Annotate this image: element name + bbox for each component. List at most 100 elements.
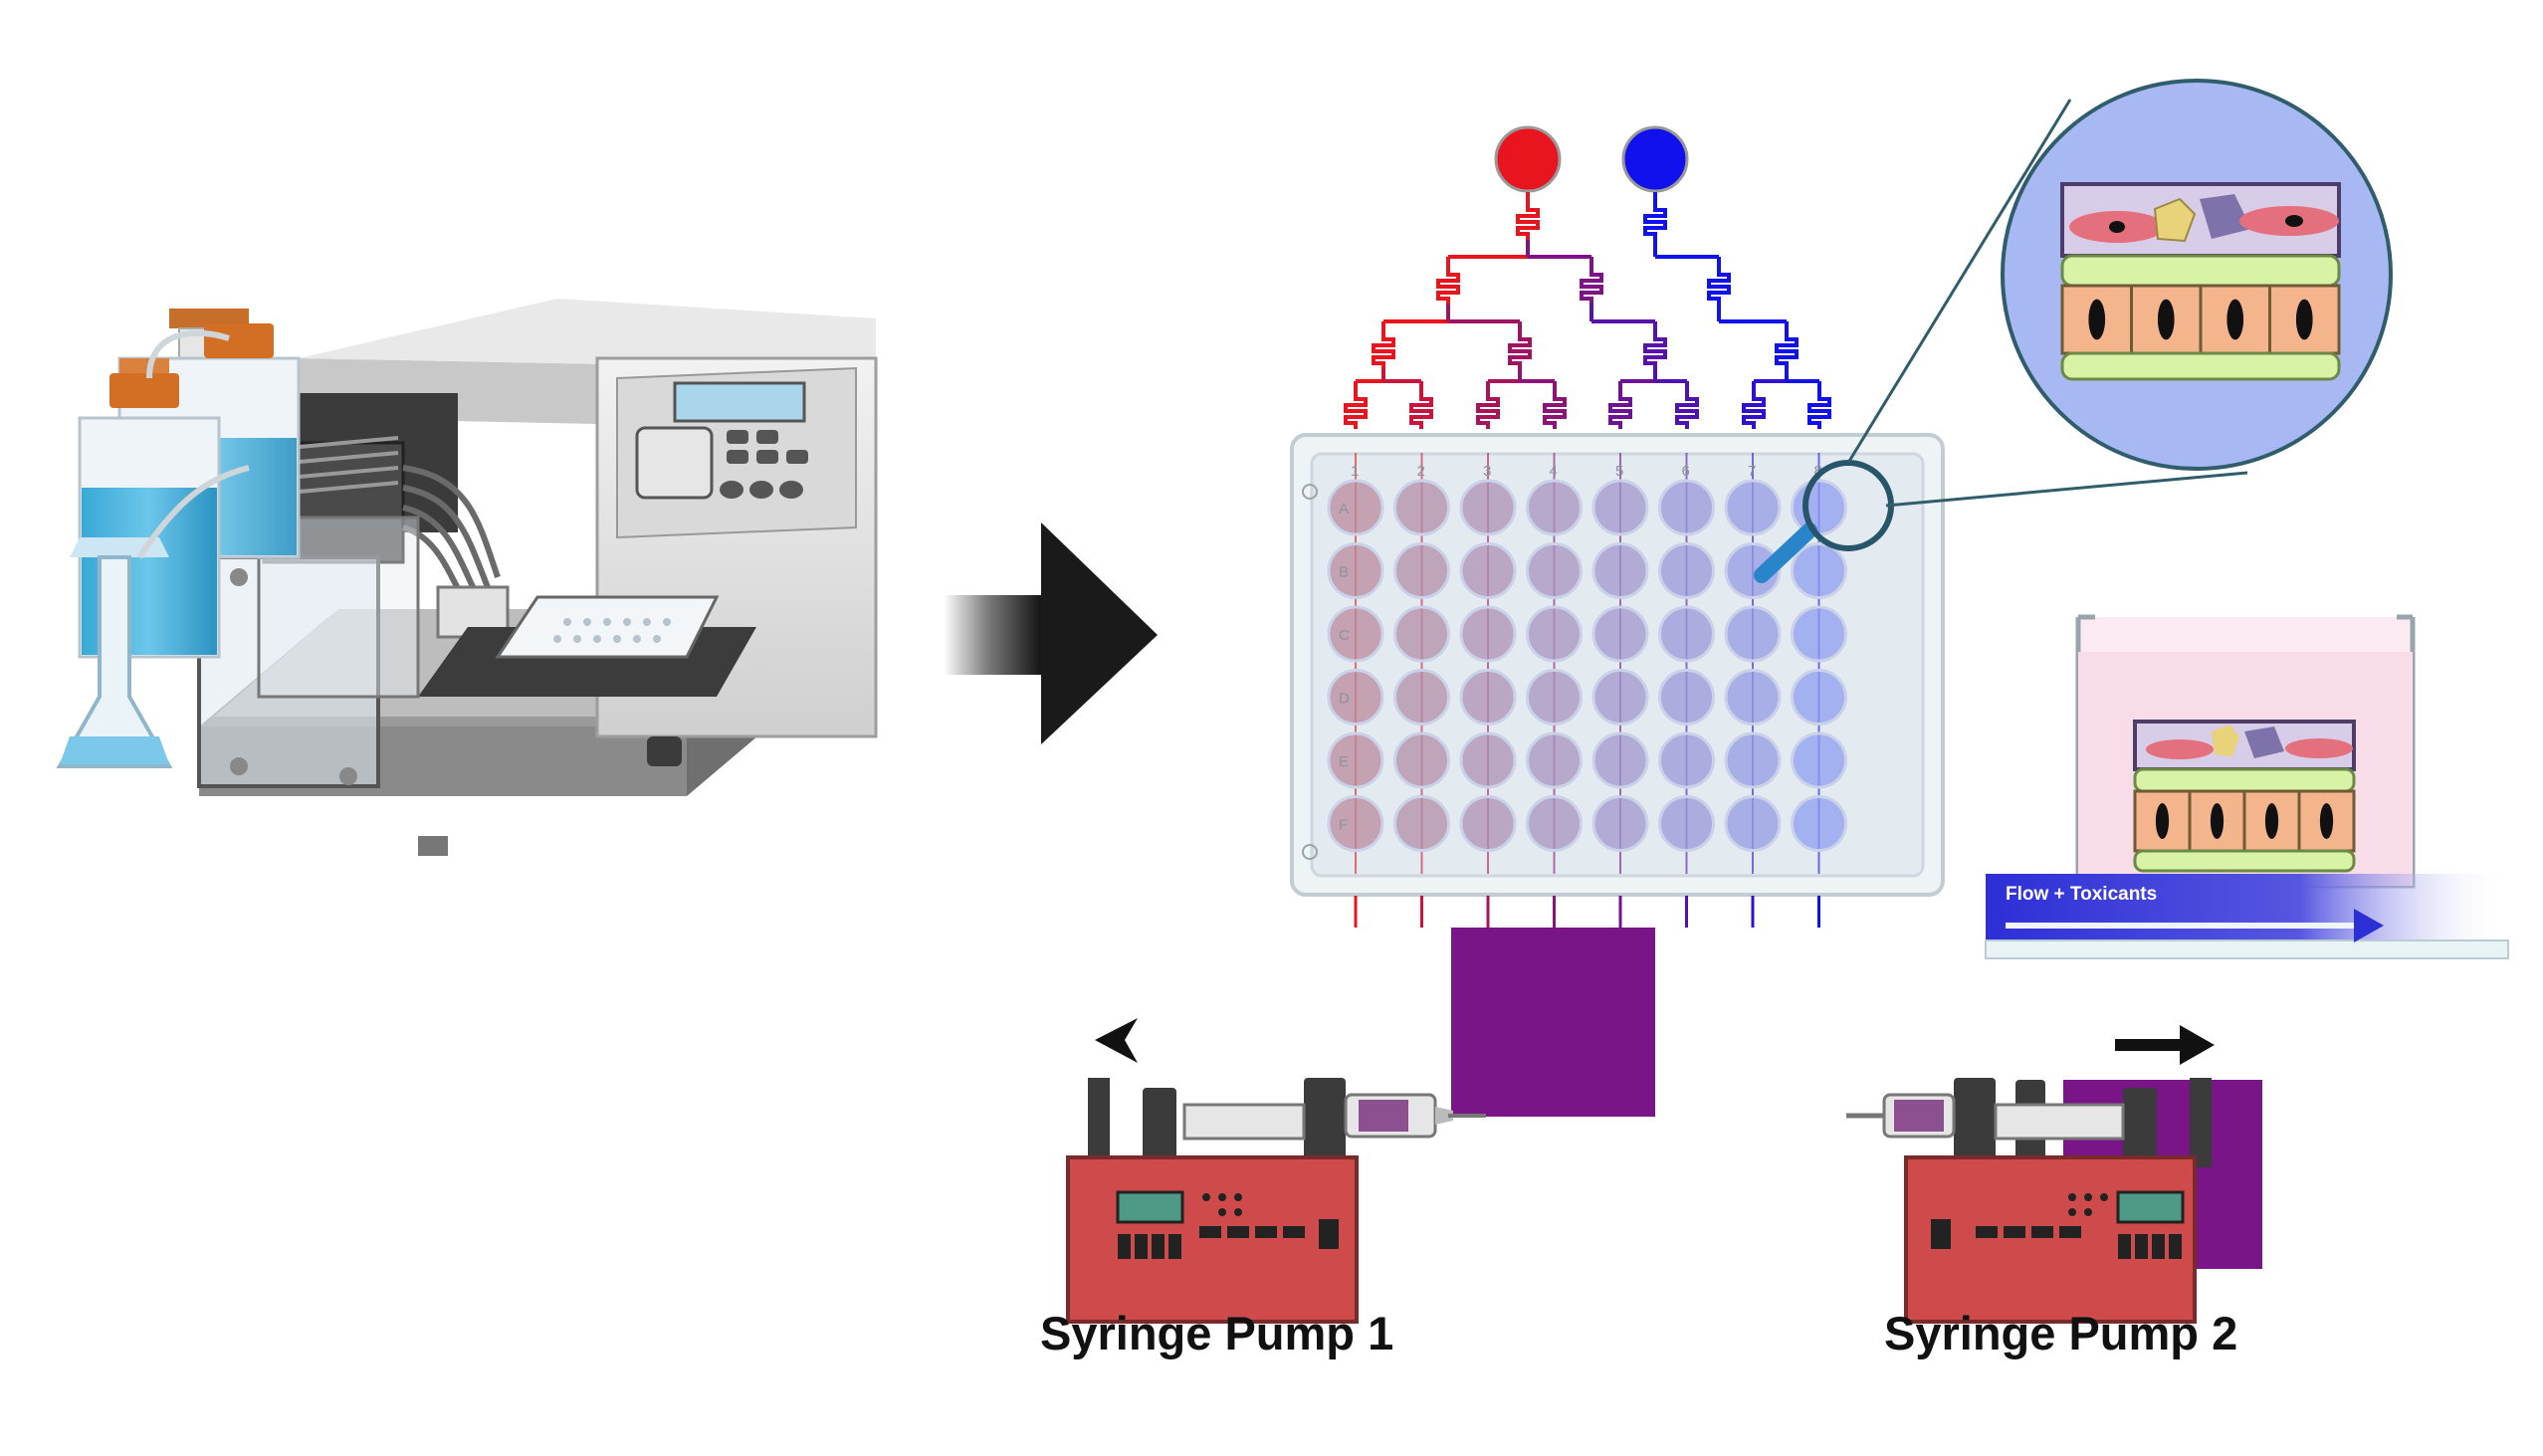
well xyxy=(1591,731,1649,789)
well xyxy=(1591,795,1649,852)
well xyxy=(1658,795,1715,852)
serpentine-channel xyxy=(1580,269,1603,305)
cell-nucleus xyxy=(2264,803,2279,839)
well xyxy=(1459,542,1517,599)
well xyxy=(1658,731,1715,789)
well xyxy=(1658,669,1715,726)
well xyxy=(1724,479,1782,536)
well xyxy=(1459,669,1517,726)
serpentine-channel xyxy=(1675,393,1699,429)
well xyxy=(1459,795,1517,852)
row-label: F xyxy=(1339,817,1348,834)
pump-2-label: Syringe Pump 2 xyxy=(1884,1307,2238,1359)
well xyxy=(1791,731,1847,789)
serpentine-channel xyxy=(1508,333,1532,369)
serpentine-channel xyxy=(1344,393,1368,429)
column-label: 5 xyxy=(1615,463,1623,480)
serpentine-channel xyxy=(1608,393,1632,429)
serpentine-channel xyxy=(1516,204,1540,240)
well xyxy=(1393,731,1450,789)
cell-nucleus xyxy=(2088,299,2106,340)
well xyxy=(1526,731,1583,789)
well xyxy=(1724,605,1782,663)
well xyxy=(1327,605,1384,663)
well xyxy=(1526,605,1583,663)
well xyxy=(1791,605,1847,663)
syringe-pump-1 xyxy=(1066,1018,1486,1324)
well xyxy=(1393,669,1450,726)
well xyxy=(1327,669,1384,726)
column-label: 6 xyxy=(1682,463,1690,480)
well xyxy=(1591,669,1649,726)
cell-nucleus xyxy=(2210,803,2225,839)
well xyxy=(1393,605,1450,663)
well xyxy=(1791,479,1847,536)
well xyxy=(1591,605,1649,663)
well xyxy=(1327,731,1384,789)
well xyxy=(1791,795,1847,852)
column-label: 4 xyxy=(1550,463,1558,480)
serpentine-channel xyxy=(1775,333,1799,369)
well xyxy=(1393,542,1450,599)
column-label: 3 xyxy=(1483,463,1491,480)
row-label: E xyxy=(1339,753,1349,770)
serpentine-channel xyxy=(1543,393,1567,429)
serpentine-channel xyxy=(1476,393,1500,429)
reagent-bottles-icon xyxy=(56,309,301,768)
well xyxy=(1791,542,1847,599)
cell-nucleus xyxy=(2157,299,2175,340)
serpentine-channel xyxy=(1643,333,1667,369)
syringe-pump-2 xyxy=(1846,1025,2215,1324)
well xyxy=(1724,542,1782,599)
serpentine-channel xyxy=(1807,393,1831,429)
microplate-washer-icon xyxy=(197,299,878,856)
pump-1-label: Syringe Pump 1 xyxy=(1040,1307,1394,1359)
well xyxy=(1791,669,1847,726)
well xyxy=(1591,542,1649,599)
microfluidic-gradient-network xyxy=(1344,125,1831,429)
cell-nucleus xyxy=(2155,803,2170,839)
well xyxy=(1327,542,1384,599)
cell-nucleus xyxy=(2319,803,2334,839)
well xyxy=(1658,479,1715,536)
row-label: C xyxy=(1339,627,1350,644)
well xyxy=(1393,479,1450,536)
well xyxy=(1658,542,1715,599)
well xyxy=(1327,479,1384,536)
serpentine-channel xyxy=(1409,393,1433,429)
serpentine-channel xyxy=(1436,269,1460,305)
row-label: D xyxy=(1339,691,1350,708)
inlet-red xyxy=(1494,125,1562,193)
epithelial-cell xyxy=(2297,789,2356,853)
flow-chamber-side-view: Flow + Toxicants xyxy=(1985,614,2509,959)
outlet-lines xyxy=(1354,896,1820,928)
well xyxy=(1327,795,1384,852)
well xyxy=(1526,795,1583,852)
well xyxy=(1459,605,1517,663)
row-label: A xyxy=(1339,501,1349,518)
cell-nucleus xyxy=(2226,299,2244,340)
well xyxy=(1526,479,1583,536)
well xyxy=(1591,479,1649,536)
column-label: 7 xyxy=(1748,463,1756,480)
column-label: 2 xyxy=(1417,463,1425,480)
serpentine-channel xyxy=(1372,333,1395,369)
well xyxy=(1459,731,1517,789)
well xyxy=(1724,669,1782,726)
serpentine-channel xyxy=(1742,393,1766,429)
well xyxy=(1724,795,1782,852)
waste-reservoir xyxy=(1451,928,1655,1117)
well xyxy=(1459,479,1517,536)
process-arrow-icon xyxy=(944,522,1158,744)
flow-label: Flow + Toxicants xyxy=(2006,884,2157,905)
serpentine-channel xyxy=(1643,204,1667,240)
well xyxy=(1658,605,1715,663)
well xyxy=(1393,795,1450,852)
well xyxy=(1526,542,1583,599)
magnifier-icon xyxy=(1754,99,2248,583)
row-label: B xyxy=(1339,564,1349,581)
serpentine-channel xyxy=(1707,269,1731,305)
inlet-blue xyxy=(1621,125,1689,193)
